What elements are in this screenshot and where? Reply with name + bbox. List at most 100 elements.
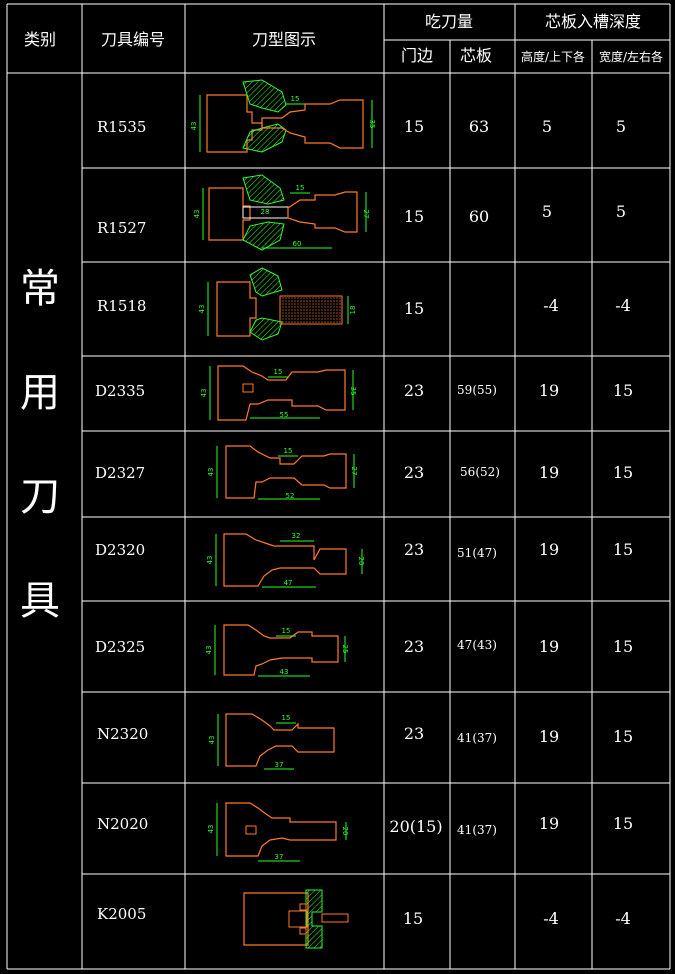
door-edge-value: 23 (404, 381, 424, 400)
profile-drawing: 43 15 35 (190, 79, 376, 153)
dim-right: 35 (368, 120, 376, 129)
width-value: 15 (613, 381, 633, 400)
tool-code: R1518 (97, 297, 146, 315)
dim-bottom: 52 (286, 492, 295, 500)
header-cut-amount: 吃刀量 (425, 12, 473, 31)
dim-bottom: 43 (280, 668, 289, 676)
width-value: 5 (616, 117, 626, 136)
dim-bottom: 37 (275, 853, 284, 861)
header-profile: 刀型图示 (252, 30, 316, 49)
header-width: 宽度/左右各 (599, 49, 663, 64)
dim-right: 20 (357, 557, 365, 566)
width-value: 15 (613, 727, 633, 746)
door-edge-value: 20(15) (389, 817, 442, 836)
door-edge-value: 15 (404, 207, 424, 226)
dim-bottom: 37 (275, 761, 284, 769)
table-row: R1527 15 60 5 5 43 15 28 60 27 (97, 174, 626, 251)
width-value: 15 (613, 540, 633, 559)
dim-top: 15 (296, 184, 305, 192)
door-edge-value: 23 (404, 540, 424, 559)
dim-height: 43 (208, 736, 216, 745)
profile-drawing (243, 889, 349, 949)
profile-drawing: 43 18 (198, 267, 357, 341)
table-row: K2005 15 -4 -4 (97, 889, 631, 949)
width-value: 5 (616, 202, 626, 221)
header-groove-depth: 芯板入槽深度 (545, 12, 641, 31)
dim-height: 43 (206, 556, 214, 565)
category-label: 常 用 刀 具 (20, 266, 60, 624)
dim-right: 27 (350, 467, 358, 476)
tool-code: N2020 (97, 815, 148, 833)
dim-bottom: 55 (280, 411, 289, 419)
tool-code: D2325 (95, 638, 145, 656)
width-value: -4 (615, 296, 631, 315)
dim-top: 15 (282, 714, 291, 722)
tool-code: D2327 (95, 464, 145, 482)
category-char: 常 (20, 266, 60, 312)
dim-top: 32 (292, 532, 301, 540)
door-edge-value: 23 (404, 637, 424, 656)
dim-top: 15 (282, 627, 291, 635)
table-row: N2320 23 41(37) 19 15 43 15 37 (97, 713, 633, 770)
dim-bottom: 60 (293, 240, 302, 248)
dim-height: 43 (193, 210, 201, 219)
height-value: 19 (539, 727, 559, 746)
door-edge-value: 15 (404, 117, 424, 136)
dim-mid: 28 (261, 208, 270, 216)
header-category: 类别 (24, 30, 56, 49)
width-value: 15 (613, 463, 633, 482)
dim-bottom: 47 (284, 579, 293, 587)
height-value: 5 (542, 202, 552, 221)
core-panel-value: 56(52) (460, 465, 500, 479)
table-row: D2327 23 56(52) 19 15 43 15 52 27 (95, 445, 633, 500)
tool-code: K2005 (97, 905, 146, 923)
dim-top: 15 (274, 368, 283, 376)
width-value: 15 (613, 814, 633, 833)
table-row: R1518 15 -4 -4 43 18 (97, 267, 631, 341)
core-panel-value: 59(55) (457, 383, 497, 397)
height-value: 19 (539, 637, 559, 656)
profile-drawing: 43 32 47 20 (206, 532, 365, 588)
profile-drawing: 43 15 55 35 (200, 365, 357, 421)
tool-code: N2320 (97, 725, 148, 743)
profile-drawing: 43 15 37 (208, 713, 335, 770)
table-row: N2020 20(15) 41(37) 19 15 43 37 20 (97, 802, 633, 862)
dim-height: 43 (198, 305, 206, 314)
door-edge-value: 23 (404, 724, 424, 743)
height-value: -4 (543, 909, 559, 928)
core-panel-value: 47(43) (457, 638, 497, 652)
table-row: R1535 15 63 5 5 43 15 35 (97, 79, 626, 153)
dim-right: 35 (349, 387, 357, 396)
door-edge-value: 15 (404, 299, 424, 318)
dim-height: 43 (207, 825, 215, 834)
core-panel-value: 51(47) (457, 546, 497, 560)
tool-code: R1535 (97, 118, 146, 136)
height-value: 19 (539, 540, 559, 559)
dim-height: 43 (200, 389, 208, 398)
core-panel-value: 63 (469, 117, 489, 136)
profile-drawing: 43 15 28 60 27 (193, 174, 370, 251)
width-value: 15 (613, 637, 633, 656)
header-height: 高度/上下各 (521, 49, 585, 64)
dim-right: 27 (362, 210, 370, 219)
profile-drawing: 43 37 20 (207, 802, 349, 862)
category-char: 用 (20, 370, 60, 416)
dim-height: 43 (205, 646, 213, 655)
tool-code: D2320 (95, 541, 145, 559)
dim-right: 25 (341, 645, 349, 654)
table-grid (6, 3, 671, 970)
door-edge-value: 23 (404, 463, 424, 482)
dim-top: 15 (284, 447, 293, 455)
dim-top: 15 (291, 95, 300, 103)
header-tool-no: 刀具编号 (101, 30, 165, 49)
height-value: 19 (539, 814, 559, 833)
table-row: D2325 23 47(43) 19 15 43 15 43 25 (95, 624, 633, 677)
profile-drawing: 43 15 52 27 (207, 445, 358, 500)
height-value: -4 (543, 296, 559, 315)
door-edge-value: 15 (403, 909, 423, 928)
header-door-edge: 门边 (401, 46, 433, 65)
header-core-panel: 芯板 (460, 46, 492, 65)
core-panel-value: 41(37) (457, 731, 497, 745)
core-panel-value: 60 (469, 207, 489, 226)
height-value: 19 (539, 463, 559, 482)
